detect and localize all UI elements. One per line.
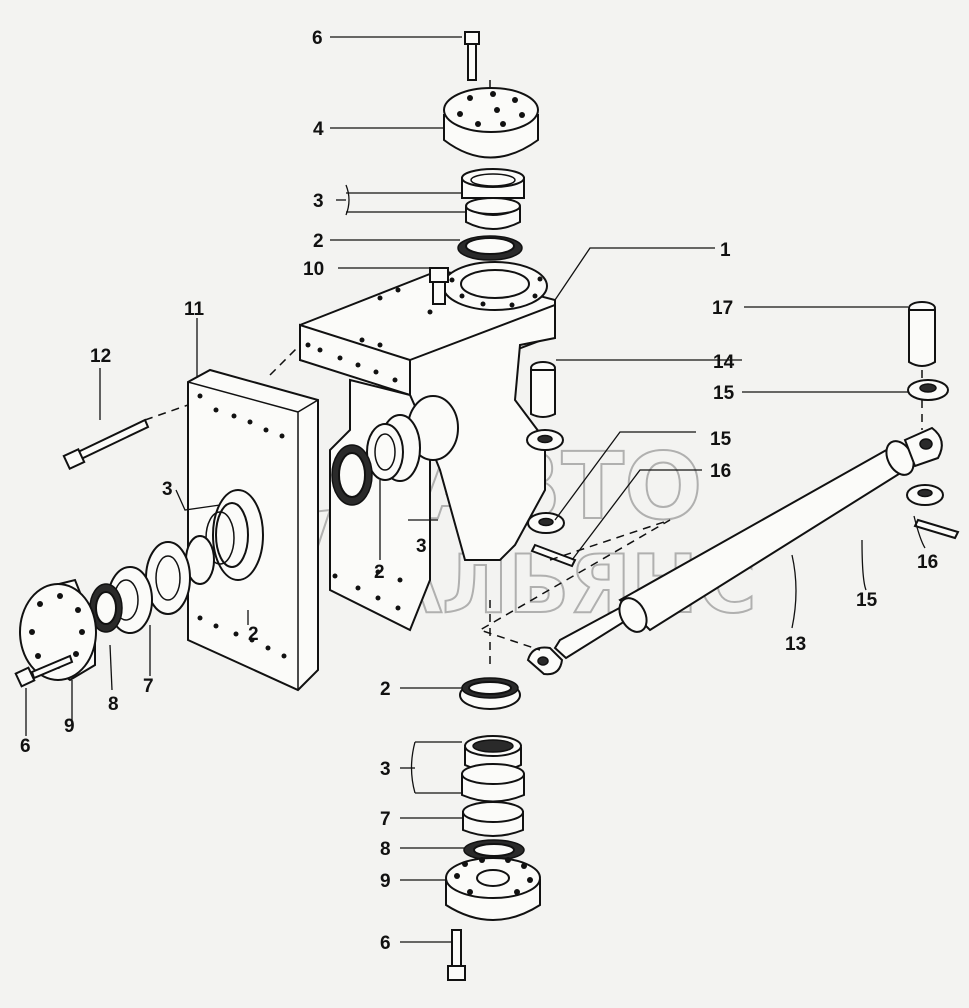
top-bolt-part: [464, 31, 480, 81]
left-bearing-part: [145, 489, 264, 615]
left-bolt-part: [14, 654, 74, 688]
callout-bottom-ring: 2: [380, 679, 391, 700]
callout-pin-17: 17: [712, 298, 733, 319]
callout-left-bolt: 6: [20, 736, 31, 757]
bottom-spacer-part: [462, 801, 524, 837]
long-bolt-part: [62, 418, 150, 471]
callout-long-bolt: 12: [90, 346, 111, 367]
callout-left-bearing: 3: [162, 479, 173, 500]
callout-bottom-bolt: 6: [380, 933, 391, 954]
washer-mid-part: [526, 429, 565, 534]
callout-bottom-bearing: 3: [380, 759, 391, 780]
callouts: 6 4 3 2 10 1 17 14 15 15 16 15 16 13 11 …: [20, 28, 938, 954]
leader-lines: [25, 36, 926, 943]
callout-washer-upper-right: 15: [713, 383, 735, 404]
callout-plug: 10: [303, 259, 324, 280]
pin-17-part: [908, 301, 936, 367]
left-seal-part: [89, 583, 123, 633]
callout-washer-lower-right: 15: [856, 590, 878, 611]
callout-cotter-right: 16: [917, 552, 938, 573]
top-ring-part: [457, 235, 523, 261]
center-ring-part: [331, 444, 373, 506]
bottom-ring-part: [459, 677, 521, 710]
callout-center-bearing: 3: [416, 536, 427, 557]
cotter-right-part: [913, 518, 960, 540]
top-bearing-part: [461, 168, 525, 230]
callout-plate: 11: [184, 299, 205, 320]
callout-bottom-seal: 8: [380, 839, 391, 860]
callout-cotter-mid: 16: [710, 461, 731, 482]
bottom-bolt-part: [447, 929, 466, 981]
callout-top-ring: 2: [313, 231, 324, 252]
bottom-seal-part: [463, 839, 525, 861]
callout-center-ring: 2: [374, 562, 385, 583]
callout-left-ring: 2: [248, 624, 259, 645]
top-cap-part: [443, 87, 539, 159]
callout-top-bearing: 3: [313, 191, 324, 212]
callout-bottom-spacer: 7: [380, 809, 391, 830]
cotter-mid-part: [530, 543, 577, 568]
center-bearing-part: [366, 414, 421, 482]
plug-part: [429, 267, 449, 305]
callout-left-flange: 9: [64, 716, 75, 737]
callout-washer-mid: 15: [710, 429, 732, 450]
washer-upper-right-part: [907, 379, 949, 401]
bottom-bearing-part: [461, 735, 525, 803]
callout-pin-14: 14: [713, 352, 735, 373]
bottom-flange-part: [445, 857, 541, 921]
callout-left-spacer: 7: [143, 676, 154, 697]
pin-14-part: [530, 361, 556, 418]
callout-housing: 1: [720, 240, 731, 261]
callout-left-seal: 8: [108, 694, 119, 715]
washer-lower-right-part: [906, 484, 944, 506]
callout-bottom-flange: 9: [380, 871, 391, 892]
callout-top-bolt: 6: [312, 28, 323, 49]
callout-cylinder: 13: [785, 634, 806, 655]
callout-top-cap: 4: [313, 119, 324, 140]
cylinder-part: [526, 426, 943, 676]
